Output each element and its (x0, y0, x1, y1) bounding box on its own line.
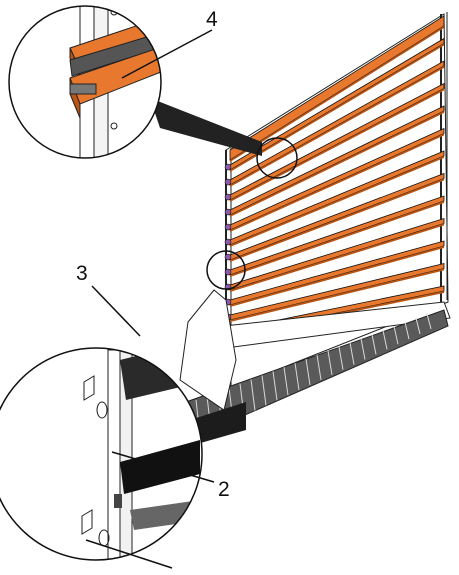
tray-rib-7 (261, 375, 267, 406)
leader-line-4 (121, 29, 213, 79)
tray-rib-21 (415, 317, 421, 335)
slat-shadow-7 (230, 156, 444, 247)
marker-circle-lower (206, 250, 246, 290)
fastener-4 (224, 208, 232, 216)
tray-rib-17 (371, 334, 377, 355)
fastener-1 (224, 163, 232, 171)
tray-rib-18 (382, 330, 388, 350)
tray-rib-19 (393, 326, 399, 345)
leader-line-3 (91, 285, 141, 337)
slat-shadow-1 (230, 26, 444, 162)
slat-shadow-10 (230, 223, 444, 292)
tray-rib-10 (294, 363, 300, 391)
leader-line-2 (111, 451, 215, 483)
fastener-5 (224, 223, 232, 231)
tray-rib-13 (327, 350, 333, 375)
detail-circle-bottom (0, 285, 237, 569)
fastener-8 (224, 268, 232, 276)
tray-rib-14 (338, 346, 344, 370)
zoom-cone-bottom (179, 289, 237, 411)
fastener-7 (224, 253, 232, 261)
tray-rib-16 (360, 338, 366, 360)
tray-rib-15 (349, 342, 355, 365)
shutter-panel (224, 12, 449, 392)
slats-group (229, 15, 445, 337)
tray-rib-20 (404, 321, 410, 340)
tray-rib-11 (305, 358, 311, 386)
tray-rib-22 (426, 313, 432, 330)
marker-circle-upper (256, 137, 298, 179)
slat-shadow-2 (230, 43, 444, 172)
fastener-3 (224, 193, 232, 201)
slat-shadow-8 (230, 178, 444, 262)
slat-shadow-4 (230, 88, 444, 202)
slat-shadow-11 (230, 246, 444, 307)
callout-label-4: 4 (206, 8, 218, 31)
slat-shadow-9 (230, 201, 444, 277)
tray-rib-12 (316, 354, 322, 380)
tray-rib-9 (283, 367, 289, 396)
leader-line-1 (85, 539, 173, 569)
callout-label-3: 3 (76, 262, 88, 285)
slat-shadow-3 (230, 66, 444, 187)
slat-shadow-12 (230, 268, 444, 322)
fastener-2 (224, 178, 232, 186)
fastener-6 (224, 238, 232, 246)
detail-circle-top (8, 5, 262, 159)
slat-shadow-6 (230, 133, 444, 232)
callout-label-2: 2 (218, 478, 230, 501)
tray-rib-6 (250, 379, 256, 411)
zoom-cone-top (150, 98, 262, 156)
slat-shadow-5 (230, 111, 444, 217)
tray-rib-8 (272, 371, 278, 401)
